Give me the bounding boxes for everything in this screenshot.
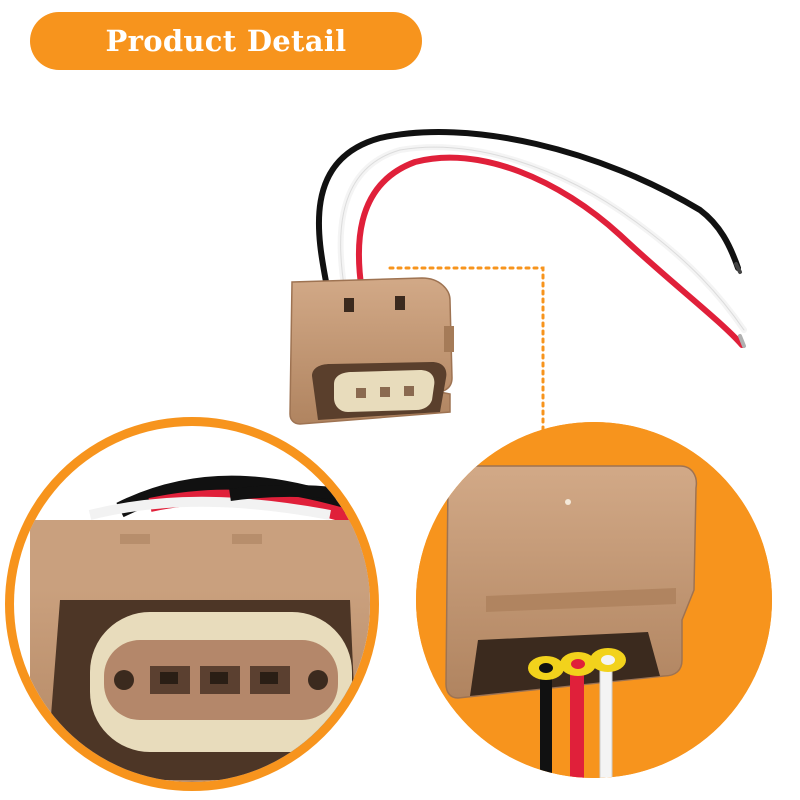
dotted-leader-line — [388, 266, 545, 434]
connector-photo — [289, 277, 454, 425]
wire-harness — [315, 129, 747, 348]
product-detail-banner: Product Detail — [30, 12, 422, 70]
zoom-circle-front — [5, 417, 379, 791]
zoom-circle-side — [416, 422, 772, 778]
banner-title: Product Detail — [105, 24, 347, 58]
